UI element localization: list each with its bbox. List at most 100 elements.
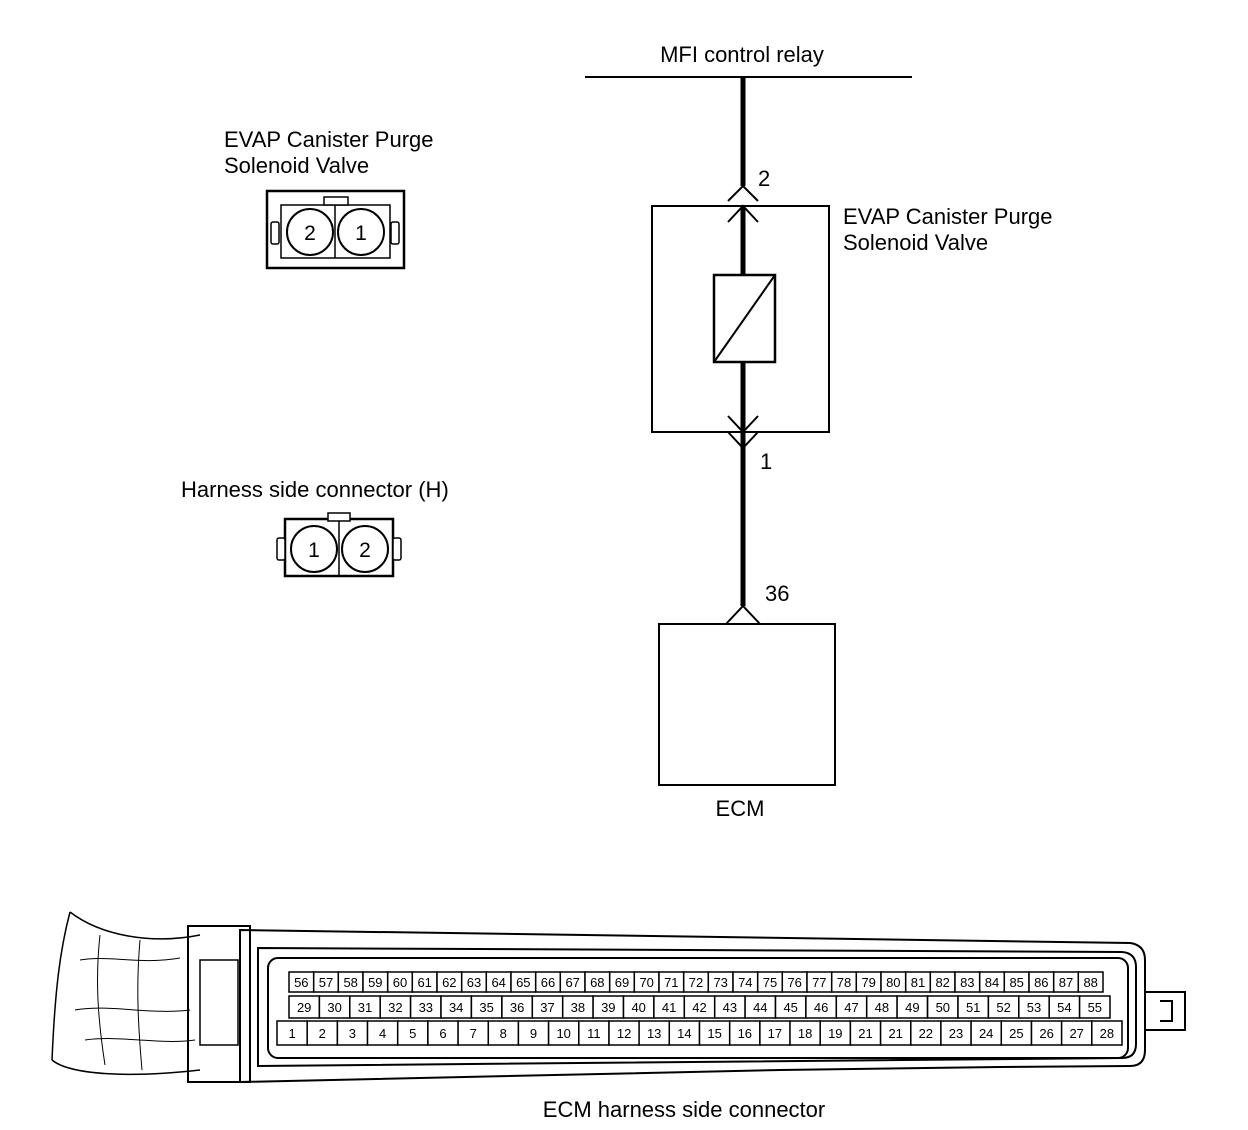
ecm-pin-label: 55 — [1088, 1000, 1102, 1015]
ecm-pin-label: 35 — [479, 1000, 493, 1015]
ecm-pin-label: 41 — [662, 1000, 676, 1015]
ecm-pin-label: 36 — [510, 1000, 524, 1015]
ecm-pin-label: 51 — [966, 1000, 980, 1015]
ecm-pin-label: 79 — [861, 975, 875, 990]
ecm-pin-label: 11 — [587, 1026, 601, 1041]
ecm-box — [658, 623, 836, 786]
ecm-pin-label: 54 — [1057, 1000, 1071, 1015]
connector-latch-right — [1145, 991, 1186, 1031]
valve-label-line2: Solenoid Valve — [843, 230, 988, 255]
harness-connector-latch — [327, 512, 351, 522]
ecm-pin-label: 68 — [590, 975, 604, 990]
valve-label-line1: EVAP Canister Purge — [843, 204, 1053, 229]
ecm-pin-label: 67 — [565, 975, 579, 990]
ecm-pin-cell — [1077, 971, 1104, 993]
harness-connector-pin-label: 2 — [359, 539, 371, 562]
ecm-pin-label: 62 — [442, 975, 456, 990]
ecm-pin-number: 36 — [765, 581, 789, 606]
ecm-pin-cell — [306, 1020, 339, 1046]
ecm-pin-label: 16 — [738, 1026, 752, 1041]
ecm-pin-label: 59 — [368, 975, 382, 990]
ecm-pin-label: 87 — [1059, 975, 1073, 990]
ecm-pin-label: 6 — [439, 1026, 446, 1041]
ecm-pin-label: 58 — [343, 975, 357, 990]
ecm-pin-label: 80 — [886, 975, 900, 990]
ecm-pin-cell — [517, 1020, 550, 1046]
ecm-pin-label: 30 — [327, 1000, 341, 1015]
ecm-pin-cell — [879, 1020, 912, 1046]
harness-connector-side-tab-left — [276, 537, 286, 561]
ecm-pin-label: 21 — [858, 1026, 872, 1041]
valve-connector-side-tab-right — [390, 221, 400, 245]
harness-connector-pin-circle — [341, 525, 389, 573]
ecm-pin-label: 5 — [409, 1026, 416, 1041]
ecm-pin-label: 45 — [783, 1000, 797, 1015]
ecm-pin-label: 44 — [753, 1000, 767, 1015]
ecm-pin-cell — [487, 1020, 520, 1046]
ecm-pin-label: 49 — [905, 1000, 919, 1015]
ecm-pin-label: 17 — [768, 1026, 782, 1041]
ecm-pin-label: 83 — [960, 975, 974, 990]
ecm-pin-label: 31 — [358, 1000, 372, 1015]
ecm-pin-label: 50 — [936, 1000, 950, 1015]
valve-connector-pin-label: 1 — [355, 222, 367, 245]
connector-housing-mid — [257, 946, 1137, 1068]
ecm-pin-label: 37 — [540, 1000, 554, 1015]
ecm-pin-label: 39 — [601, 1000, 615, 1015]
ecm-pin-label: 76 — [787, 975, 801, 990]
ecm-pin-label: 46 — [814, 1000, 828, 1015]
ecm-pin-cell — [578, 1020, 610, 1046]
ecm-pin-label: 28 — [1100, 1026, 1114, 1041]
ecm-pin-label: 32 — [388, 1000, 402, 1015]
ecm-pin-label: 64 — [491, 975, 505, 990]
coil-diagonal — [713, 274, 776, 363]
ecm-pin-label: 12 — [617, 1026, 631, 1041]
ecm-pin-label: 74 — [738, 975, 752, 990]
valve-connector-view: EVAP Canister Purge Solenoid Valve 2 1 — [224, 127, 434, 270]
ecm-pin-label: 33 — [419, 1000, 433, 1015]
ecm-pin-cell — [366, 1020, 399, 1046]
ecm-label: ECM — [716, 796, 765, 821]
ecm-pin-cell — [1000, 1020, 1033, 1046]
ecm-pin-label: 1 — [288, 1026, 295, 1041]
ecm-pin-cell — [1030, 1020, 1063, 1046]
valve-connector-body — [265, 189, 406, 270]
connector-housing-outer — [239, 928, 1146, 1084]
connector-face — [267, 957, 1129, 1059]
ecm-pin-label: 10 — [556, 1026, 570, 1041]
ecm-pin-label: 66 — [541, 975, 555, 990]
ecm-pin-label: 57 — [319, 975, 333, 990]
ecm-pin-label: 23 — [949, 1026, 963, 1041]
valve-connector-title-line2: Solenoid Valve — [224, 153, 369, 178]
ecm-pin-label: 4 — [379, 1026, 386, 1041]
connector-clamp — [187, 925, 251, 1083]
ecm-pin-cell — [427, 1020, 459, 1046]
ecm-pin-label: 63 — [467, 975, 481, 990]
schematic: MFI control relay 2 EVAP Canister Purge … — [585, 42, 1053, 821]
ecm-pin-label: 26 — [1039, 1026, 1053, 1041]
ecm-pin-cell — [970, 1020, 1003, 1046]
ecm-pin-label: 34 — [449, 1000, 463, 1015]
ecm-pin-label: 82 — [935, 975, 949, 990]
harness-connector-pin-label: 1 — [308, 539, 320, 562]
ecm-pin-label: 84 — [985, 975, 999, 990]
valve-pin-top-number: 2 — [758, 166, 770, 191]
ecm-pin-cell — [1078, 995, 1111, 1019]
ecm-pin-label: 9 — [530, 1026, 537, 1041]
ecm-pin-label: 27 — [1069, 1026, 1083, 1041]
ecm-pin-label: 53 — [1027, 1000, 1041, 1015]
ecm-pin-label: 29 — [297, 1000, 311, 1015]
ecm-pin-label: 19 — [828, 1026, 842, 1041]
ecm-pin-label: 43 — [723, 1000, 737, 1015]
ecm-pin-label: 38 — [571, 1000, 585, 1015]
valve-pin-bottom-number: 1 — [760, 449, 772, 474]
ecm-pin-cell — [759, 1020, 791, 1046]
ecm-pin-label: 69 — [615, 975, 629, 990]
harness-connector-title: Harness side connector (H) — [181, 477, 449, 502]
valve-connector-pin-circle — [286, 208, 334, 256]
ecm-pin-label: 77 — [812, 975, 826, 990]
ecm-pin-label: 73 — [713, 975, 727, 990]
